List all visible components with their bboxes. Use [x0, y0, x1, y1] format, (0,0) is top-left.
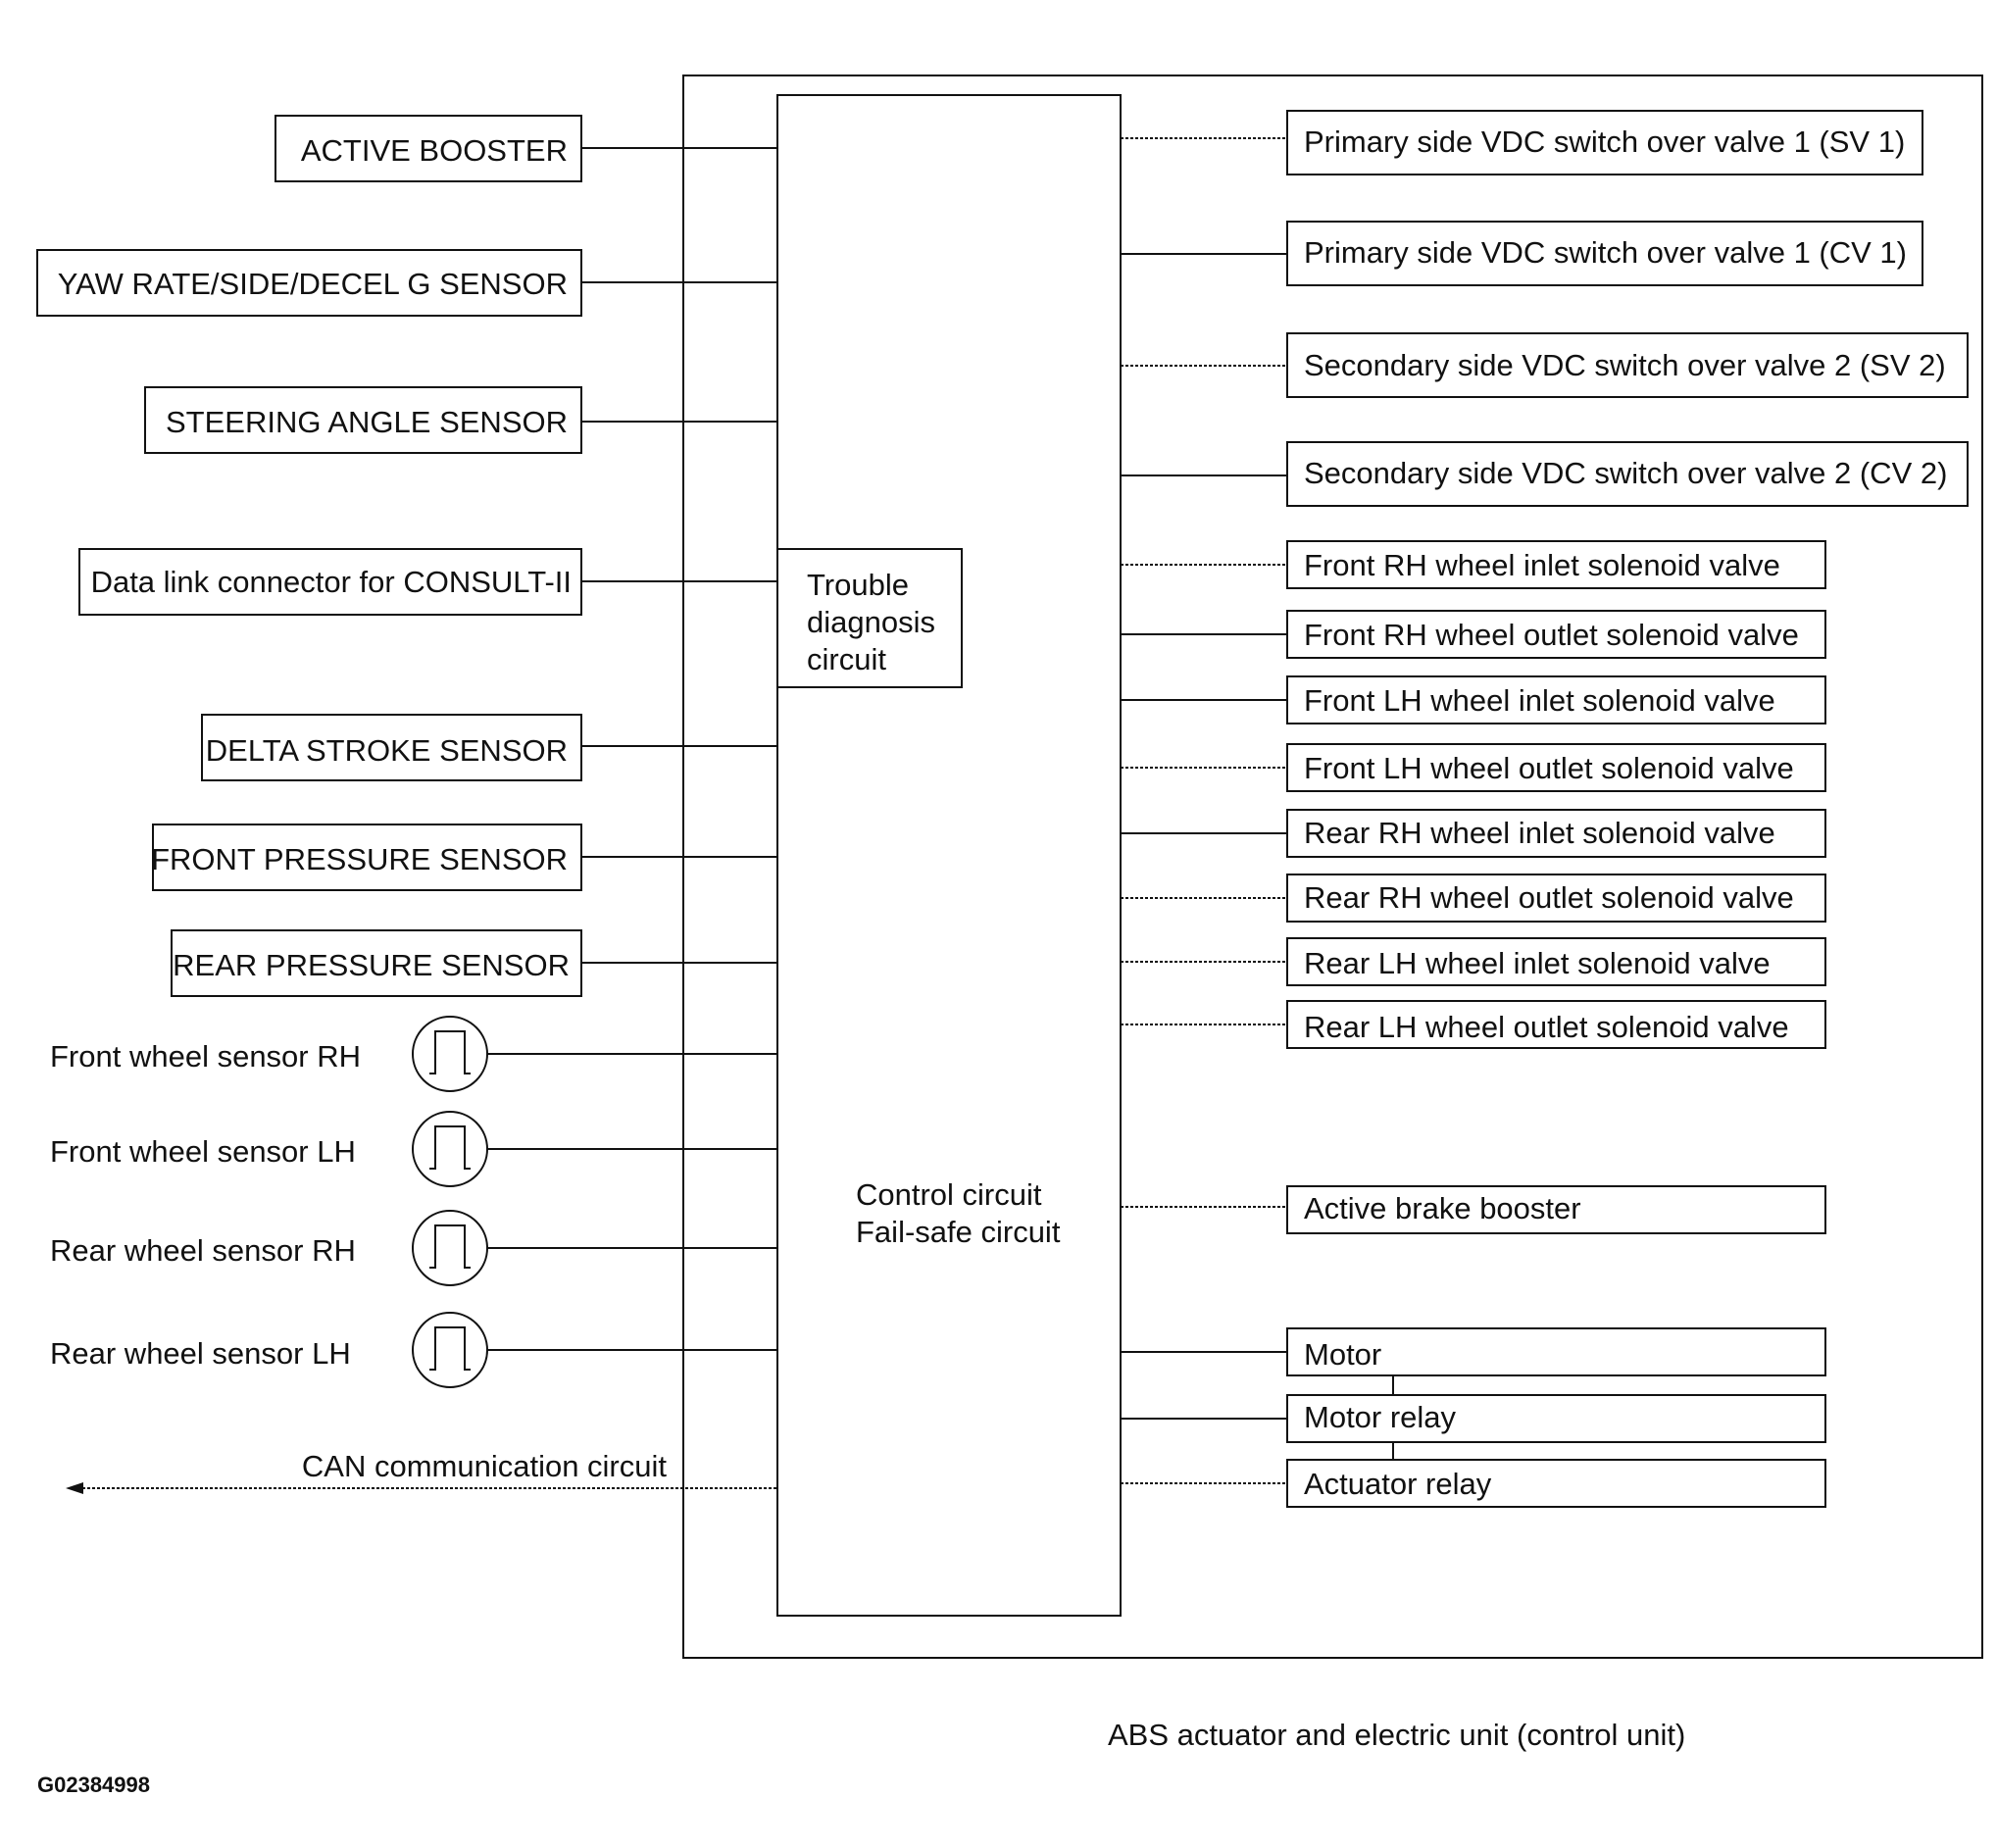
wheel-sensor-rear-rh-label: Rear wheel sensor RH — [50, 1233, 356, 1268]
control-circuit-label: Control circuit — [856, 1177, 1042, 1212]
output-active-brake-booster: Active brake booster — [1121, 1185, 1826, 1234]
output-rear-rh-outlet: Rear RH wheel outlet solenoid valve — [1121, 874, 1826, 923]
output-cv1: Primary side VDC switch over valve 1 (CV… — [1121, 221, 1923, 286]
wheel-sensor-front-rh: Front wheel sensor RH — [50, 1016, 777, 1092]
output-front-lh-inlet-label: Front LH wheel inlet solenoid valve — [1304, 683, 1775, 718]
square-pulse-icon — [412, 1312, 488, 1388]
output-sv1-label: Primary side VDC switch over valve 1 (SV… — [1304, 125, 1905, 159]
input-front-pressure-label: FRONT PRESSURE SENSOR — [151, 842, 568, 876]
output-front-lh-outlet-label: Front LH wheel outlet solenoid valve — [1304, 751, 1794, 785]
control-unit-title: ABS actuator and electric unit (control … — [1108, 1718, 1685, 1752]
square-pulse-icon — [412, 1016, 488, 1092]
wheel-sensor-rear-lh: Rear wheel sensor LH — [50, 1312, 777, 1388]
control-unit-frame — [682, 75, 1983, 1659]
output-front-rh-inlet: Front RH wheel inlet solenoid valve — [1121, 540, 1826, 589]
trouble-diagnosis-line1: Trouble — [807, 568, 909, 602]
square-pulse-icon — [412, 1210, 488, 1286]
output-rear-lh-inlet-label: Rear LH wheel inlet solenoid valve — [1304, 946, 1771, 980]
input-data-link-connector: Data link connector for CONSULT-II — [78, 548, 777, 616]
input-front-pressure-sensor: FRONT PRESSURE SENSOR — [151, 824, 777, 891]
output-motor-relay: Motor relay — [1121, 1394, 1826, 1443]
output-sv2: Secondary side VDC switch over valve 2 (… — [1121, 332, 1969, 398]
can-communication-label: CAN communication circuit — [302, 1449, 667, 1483]
wheel-sensor-rear-lh-label: Rear wheel sensor LH — [50, 1336, 351, 1371]
can-communication-line: CAN communication circuit — [66, 1449, 777, 1494]
input-yaw-rate-label: YAW RATE/SIDE/DECEL G SENSOR — [58, 267, 568, 301]
arrow-left-icon — [66, 1482, 83, 1494]
output-rear-rh-outlet-label: Rear RH wheel outlet solenoid valve — [1304, 880, 1794, 915]
output-front-rh-inlet-label: Front RH wheel inlet solenoid valve — [1304, 548, 1780, 582]
output-cv2-label: Secondary side VDC switch over valve 2 (… — [1304, 456, 1947, 490]
wheel-sensor-front-lh: Front wheel sensor LH — [50, 1111, 777, 1187]
input-yaw-rate-sensor: YAW RATE/SIDE/DECEL G SENSOR — [36, 249, 777, 317]
input-delta-stroke-sensor: DELTA STROKE SENSOR — [201, 714, 777, 781]
input-rear-pressure-sensor: REAR PRESSURE SENSOR — [171, 929, 777, 997]
input-data-link-label: Data link connector for CONSULT-II — [91, 565, 572, 599]
output-cv1-label: Primary side VDC switch over valve 1 (CV… — [1304, 235, 1907, 270]
input-active-booster-label: ACTIVE BOOSTER — [301, 133, 568, 168]
output-rear-rh-inlet: Rear RH wheel inlet solenoid valve — [1121, 809, 1826, 858]
wheel-sensor-rear-rh: Rear wheel sensor RH — [50, 1210, 777, 1286]
output-front-lh-inlet: Front LH wheel inlet solenoid valve — [1121, 675, 1826, 724]
output-rear-rh-inlet-label: Rear RH wheel inlet solenoid valve — [1304, 816, 1775, 850]
output-rear-lh-outlet: Rear LH wheel outlet solenoid valve — [1121, 1000, 1826, 1049]
wheel-sensor-front-lh-label: Front wheel sensor LH — [50, 1134, 356, 1169]
output-front-rh-outlet: Front RH wheel outlet solenoid valve — [1121, 610, 1826, 659]
square-pulse-icon — [412, 1111, 488, 1187]
input-steering-angle-label: STEERING ANGLE SENSOR — [166, 405, 568, 439]
input-steering-angle-sensor: STEERING ANGLE SENSOR — [144, 386, 777, 454]
trouble-diagnosis-line3: circuit — [807, 642, 886, 676]
output-motor-relay-label: Motor relay — [1304, 1400, 1457, 1434]
trouble-diagnosis-line2: diagnosis — [807, 605, 935, 639]
output-sv1: Primary side VDC switch over valve 1 (SV… — [1121, 110, 1923, 175]
fail-safe-circuit-label: Fail-safe circuit — [856, 1215, 1061, 1249]
output-rear-lh-inlet: Rear LH wheel inlet solenoid valve — [1121, 937, 1826, 986]
output-active-brake-booster-label: Active brake booster — [1304, 1191, 1581, 1225]
output-motor: Motor — [1121, 1327, 1826, 1376]
output-actuator-relay-label: Actuator relay — [1304, 1467, 1492, 1501]
output-actuator-relay: Actuator relay — [1121, 1459, 1826, 1508]
input-delta-stroke-label: DELTA STROKE SENSOR — [206, 733, 568, 768]
output-rear-lh-outlet-label: Rear LH wheel outlet solenoid valve — [1304, 1010, 1789, 1044]
output-motor-label: Motor — [1304, 1337, 1381, 1372]
output-cv2: Secondary side VDC switch over valve 2 (… — [1121, 441, 1969, 507]
input-rear-pressure-label: REAR PRESSURE SENSOR — [173, 948, 570, 982]
control-circuit-block — [776, 94, 1122, 1617]
output-front-rh-outlet-label: Front RH wheel outlet solenoid valve — [1304, 618, 1799, 652]
output-front-lh-outlet: Front LH wheel outlet solenoid valve — [1121, 743, 1826, 792]
wheel-sensor-front-rh-label: Front wheel sensor RH — [50, 1039, 361, 1074]
figure-id: G02384998 — [37, 1773, 150, 1797]
output-sv2-label: Secondary side VDC switch over valve 2 (… — [1304, 348, 1946, 382]
trouble-diagnosis-box — [776, 548, 963, 688]
input-active-booster: ACTIVE BOOSTER — [275, 115, 777, 182]
